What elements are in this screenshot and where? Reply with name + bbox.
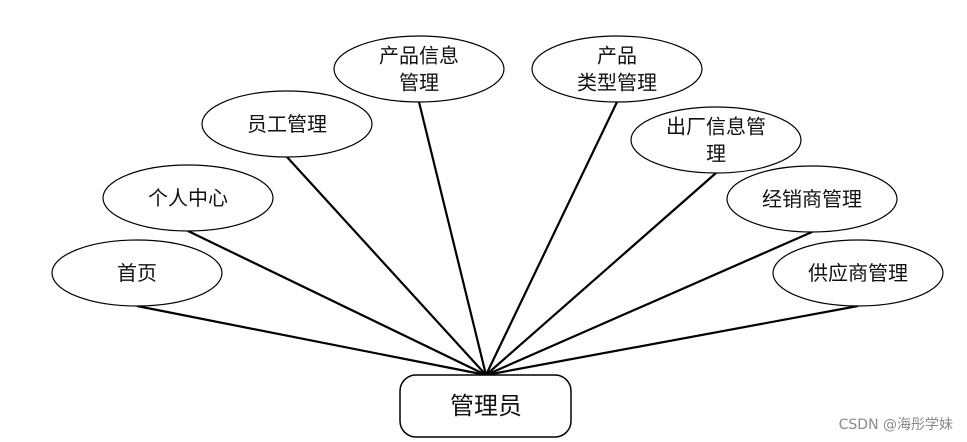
connector-lines — [136, 101, 859, 377]
connector-personal-center — [187, 230, 487, 376]
ellipse-personal-center — [102, 164, 274, 232]
label-product-info-management-line-1: 管理 — [399, 71, 439, 95]
ellipse-supplier-management — [772, 239, 944, 307]
connector-dealer-management — [485, 230, 813, 377]
label-supplier-management-line-0: 供应商管理 — [808, 261, 908, 285]
node-personal-center: 个人中心 — [102, 164, 274, 232]
label-employee-management-line-0: 员工管理 — [247, 112, 327, 136]
ellipse-home — [51, 239, 223, 307]
root-node: 管理员 — [399, 374, 572, 438]
node-employee-management: 员工管理 — [201, 90, 373, 158]
ellipse-dealer-management — [726, 165, 898, 233]
connector-factory-info-management — [485, 172, 717, 376]
label-product-type-management-line-0: 产品 — [597, 44, 637, 68]
label-personal-center-line-0: 个人中心 — [148, 186, 228, 210]
root-box — [399, 374, 572, 438]
connector-home — [136, 304, 487, 377]
ellipse-employee-management — [201, 90, 373, 158]
ellipse-factory-info-management — [630, 106, 802, 174]
node-home: 首页 — [51, 239, 223, 307]
label-factory-info-management-line-0: 出厂信息管 — [666, 115, 766, 139]
label-home-line-0: 首页 — [117, 261, 157, 285]
connector-employee-management — [286, 156, 487, 376]
connector-product-type-management — [485, 101, 618, 376]
connector-supplier-management — [485, 304, 859, 377]
label-product-type-management-line-1: 类型管理 — [577, 71, 657, 95]
label-dealer-management-line-0: 经销商管理 — [762, 187, 862, 211]
watermark: CSDN @海彤学妹 — [838, 417, 953, 433]
ellipse-product-info-management — [333, 35, 505, 103]
connector-product-info-management — [417, 101, 488, 376]
ellipse-product-type-management — [531, 35, 703, 103]
node-dealer-management: 经销商管理 — [726, 165, 898, 233]
label-product-info-management-line-0: 产品信息 — [379, 44, 459, 68]
node-supplier-management: 供应商管理 — [772, 239, 944, 307]
label-factory-info-management-line-1: 理 — [706, 142, 726, 166]
root-label: 管理员 — [450, 392, 522, 420]
